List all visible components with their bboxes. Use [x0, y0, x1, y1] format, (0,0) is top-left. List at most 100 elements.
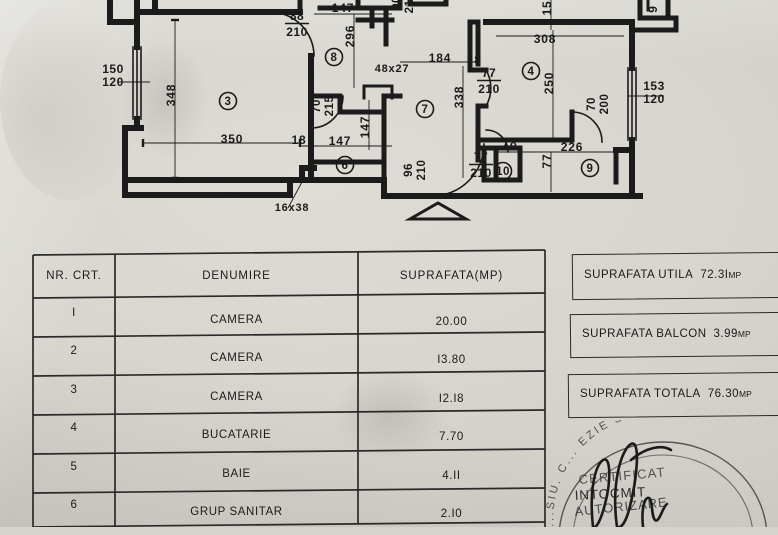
dimension-label: 8: [474, 53, 481, 67]
dimension-label: 296: [343, 25, 357, 47]
room-number-circle: [324, 47, 344, 67]
svg-text:88: 88: [290, 9, 304, 23]
summary-box-label: SUPRAFATA TOTALA: [580, 388, 701, 400]
dimension-label: 350: [221, 132, 243, 146]
schedule-header-nr: NR. CRT.: [46, 270, 102, 282]
room-number-circle: [580, 158, 600, 178]
entrance-direction-marker: [404, 201, 472, 221]
stamp-outer-ring: [558, 441, 768, 527]
room-schedule-table: NR. CRT. DENUMIRE SUPRAFATA(MP) I CAMERA 20.0…: [31, 249, 547, 527]
svg-text:210: 210: [470, 166, 492, 180]
svg-text:120: 120: [643, 92, 665, 106]
plan-walls-room4: [397, 0, 679, 199]
schedule-cell-area: I2.I8: [438, 392, 465, 405]
room-number-circle: [521, 61, 541, 81]
svg-text:210: 210: [286, 25, 308, 39]
schedule-cell-name: CAMERA: [210, 390, 263, 403]
official-stamp: ...SIU. C... EZIE SI CAR... CERTIFICAT I…: [545, 420, 778, 527]
dimension-label: 147: [332, 1, 354, 15]
schedule-cell-area: I3.80: [437, 354, 466, 366]
schedule-cell-name: BAIE: [222, 467, 251, 480]
svg-text:150: 150: [102, 62, 124, 76]
schedule-cell-name: CAMERA: [210, 352, 263, 364]
summary-box-label: SUPRAFATA UTILA: [584, 269, 694, 281]
schedule-cell-nr: 2: [70, 345, 78, 357]
room-number-label: 6: [342, 160, 349, 172]
summary-box-value: 76.30: [707, 388, 739, 400]
schedule-cell-area: 20.00: [435, 316, 468, 328]
summary-box-label: SUPRAFATA BALCON: [582, 328, 707, 340]
schedule-cell-name: CAMERA: [210, 314, 263, 326]
room-number-label: 3: [225, 96, 232, 108]
dimension-ticks: [141, 18, 302, 180]
dimension-label: 18: [292, 133, 307, 147]
plan-walls: [107, 0, 317, 183]
schedule-grid: [32, 249, 546, 527]
schedule-header-text: SUPRAFATA(MP): [399, 270, 504, 282]
schedule-cell-name: BUCATARIE: [201, 429, 272, 441]
dimension-label: 308: [534, 32, 556, 46]
signature-icon: [590, 442, 673, 527]
stamp-inner-ring: [573, 454, 753, 527]
svg-text:70: 70: [311, 99, 323, 113]
svg-text:120: 120: [102, 75, 124, 89]
svg-text:215: 215: [324, 96, 336, 117]
schedule-cell-nr: 6: [70, 499, 78, 511]
dimension-label: 250: [542, 72, 556, 94]
schedule-cell-nr: 3: [70, 383, 78, 396]
svg-text:210: 210: [478, 82, 500, 96]
room-number-circle: [415, 99, 435, 119]
svg-text:200: 200: [599, 94, 611, 115]
floor-plan-svg: 386741093483501472961814714748x271843388…: [102, 0, 679, 221]
schedule-cell-name: GRUP SANITAR: [190, 506, 283, 518]
room-number-label: 8: [331, 52, 338, 64]
dimension-label: 15: [540, 1, 554, 16]
schedule-cell-area: 4.II: [442, 469, 461, 482]
room-number-circle: [493, 161, 513, 181]
schedule-cell-nr: 4: [70, 422, 78, 434]
room-number-circle: [218, 91, 238, 111]
dimension-label: 48x27: [375, 63, 410, 75]
summary-box-value: 72.3I: [700, 269, 729, 281]
room-number-label: 4: [528, 66, 535, 78]
summary-box-unit: MP: [728, 270, 742, 280]
dimension-label: 147: [358, 116, 372, 138]
svg-text:70: 70: [586, 97, 598, 111]
dimension-label: 226: [561, 140, 583, 154]
dimension-label: 147: [329, 134, 351, 148]
svg-text:210: 210: [416, 160, 428, 181]
plan-walls-right: [122, 0, 403, 198]
svg-text:77: 77: [474, 150, 488, 164]
schedule-header-area: SUPRAFATA(MP): [358, 255, 545, 297]
room-number-label: 9: [587, 163, 594, 175]
svg-text:96: 96: [403, 163, 415, 177]
svg-text:90: 90: [391, 0, 403, 10]
schedule-cell-area: 7.70: [439, 431, 464, 443]
summary-box-value: 3.99: [713, 328, 738, 340]
schedule-cell-nr: I: [72, 307, 76, 319]
dimension-label: 77: [540, 154, 554, 169]
room-number-circle: [335, 155, 355, 175]
svg-text:210: 210: [404, 0, 416, 13]
dimension-label: 9: [646, 5, 660, 12]
dimension-label: 78: [503, 136, 518, 150]
schedule-header-name: DENUMIRE: [202, 270, 271, 282]
dimension-label: 348: [164, 84, 178, 106]
schedule-cell-area: 2.I0: [440, 508, 463, 520]
summary-box-unit: MP: [737, 329, 751, 339]
room-number-label: 7: [422, 104, 429, 116]
svg-text:77: 77: [482, 66, 496, 80]
